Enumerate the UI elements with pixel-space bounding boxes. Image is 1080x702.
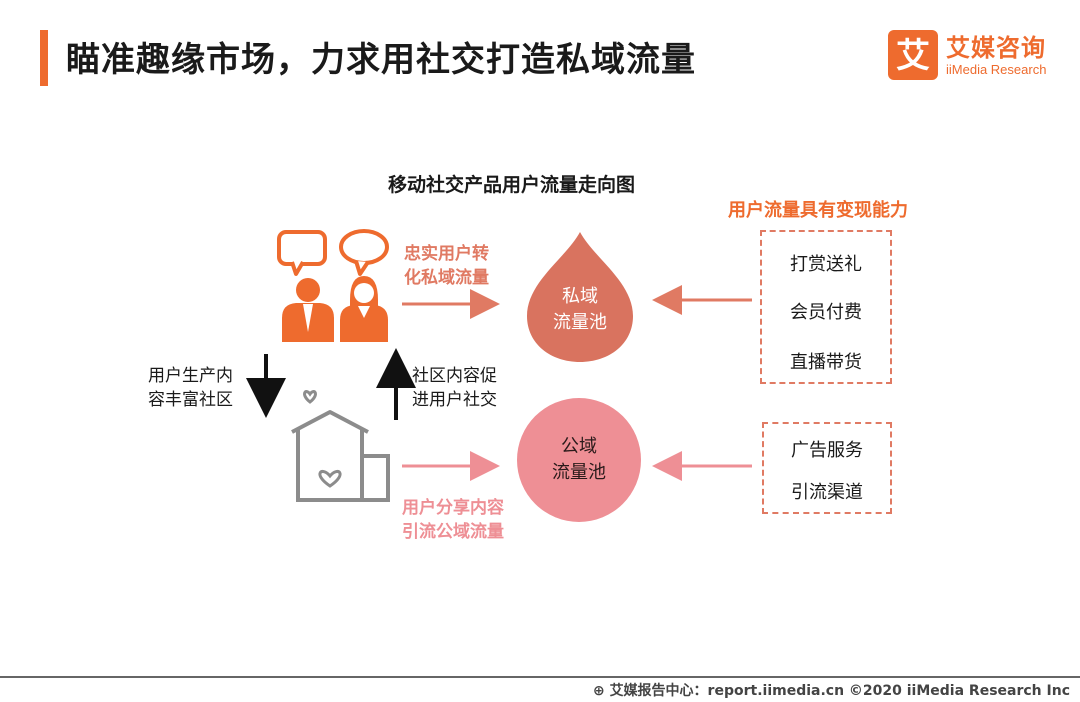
channel-item: 广告服务: [791, 440, 863, 461]
monetize-item: 直播带货: [790, 352, 862, 373]
promote-social-label: 社区内容促 进用户社交: [412, 366, 497, 410]
logo-mark: 艾: [888, 30, 938, 80]
footer-text: 艾媒报告中心：report.iimedia.cn ©2020 iiMedia R…: [609, 683, 1070, 699]
public-pool-circle: [517, 398, 641, 522]
diagram-title: 移动社交产品用户流量走向图: [388, 174, 636, 196]
logo-mark-glyph: 艾: [896, 36, 930, 76]
iimedia-logo: 艾 艾媒咨询 iiMedia Research: [888, 28, 1068, 84]
logo-text-cn: 艾媒咨询: [946, 34, 1046, 62]
community-house-icon: [291, 390, 390, 502]
footer: ⊕ 艾媒报告中心：report.iimedia.cn ©2020 iiMedia…: [593, 680, 1070, 700]
channel-box: 广告服务 引流渠道: [762, 422, 892, 514]
produce-content-label: 用户生产内 容丰富社区: [148, 366, 233, 410]
private-pool-droplet: [527, 232, 633, 362]
share-content-label: 用户分享内容 引流公域流量: [402, 498, 504, 542]
monetize-item: 打赏送礼: [790, 254, 862, 275]
monetize-item: 会员付费: [790, 302, 862, 323]
private-pool-label: 私域 流量池: [553, 286, 607, 333]
footer-divider: [0, 676, 1080, 678]
logo-text-en: iiMedia Research: [946, 62, 1047, 77]
channel-item: 引流渠道: [791, 482, 863, 503]
public-pool-label: 公域 流量池: [552, 436, 606, 483]
globe-icon: ⊕: [592, 683, 605, 699]
users-icon: [277, 229, 389, 342]
loyal-user-label: 忠实用户转 化私域流量: [404, 244, 489, 288]
monetize-title: 用户流量具有变现能力: [728, 200, 908, 221]
monetize-box: 打赏送礼 会员付费 直播带货: [760, 230, 892, 384]
title-accent-bar: [40, 30, 48, 86]
page-title: 瞄准趣缘市场，力求用社交打造私域流量: [66, 40, 696, 80]
